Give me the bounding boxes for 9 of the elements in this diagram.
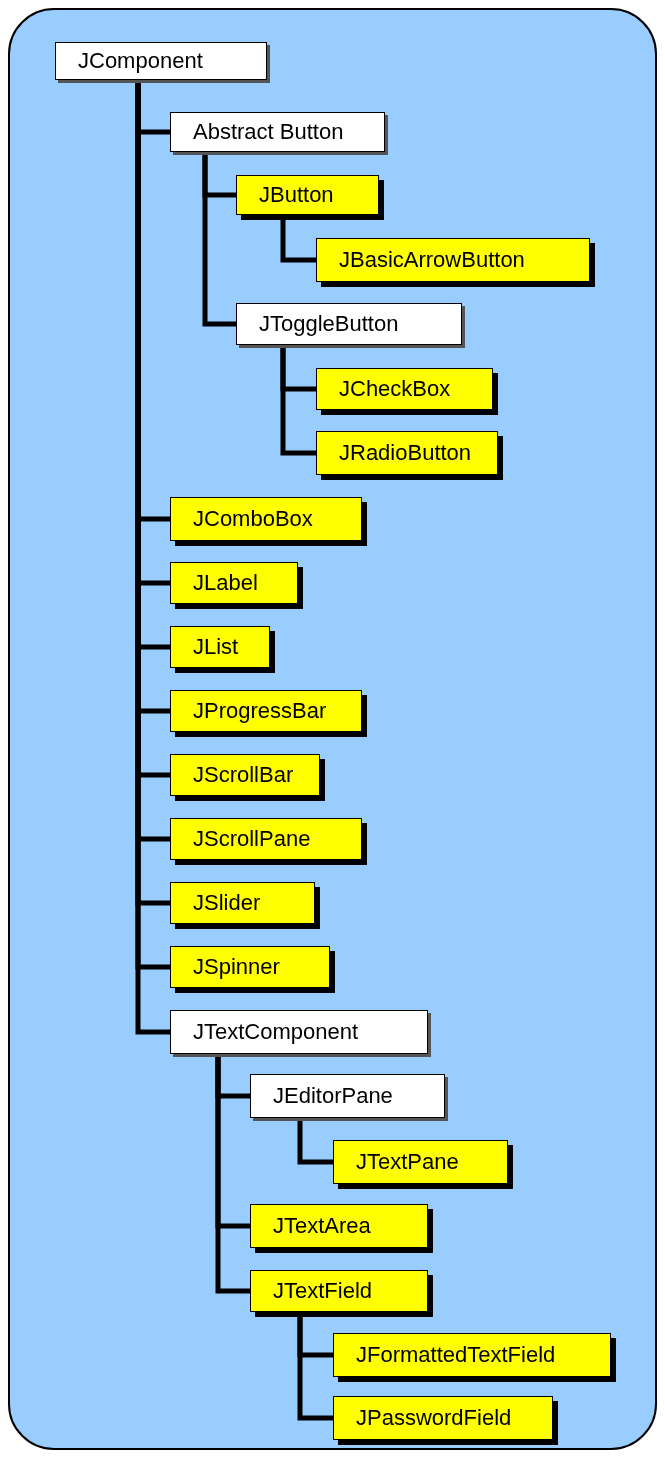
class-box: JComponent <box>55 42 267 80</box>
connector-line <box>215 1054 250 1294</box>
class-box: Abstract Button <box>170 112 385 152</box>
class-box: JEditorPane <box>250 1074 445 1118</box>
class-box: JTextComponent <box>170 1010 428 1054</box>
connector-line <box>202 152 236 327</box>
connector-line <box>297 1118 333 1165</box>
class-box: JToggleButton <box>236 303 462 345</box>
connector-line <box>280 345 316 456</box>
